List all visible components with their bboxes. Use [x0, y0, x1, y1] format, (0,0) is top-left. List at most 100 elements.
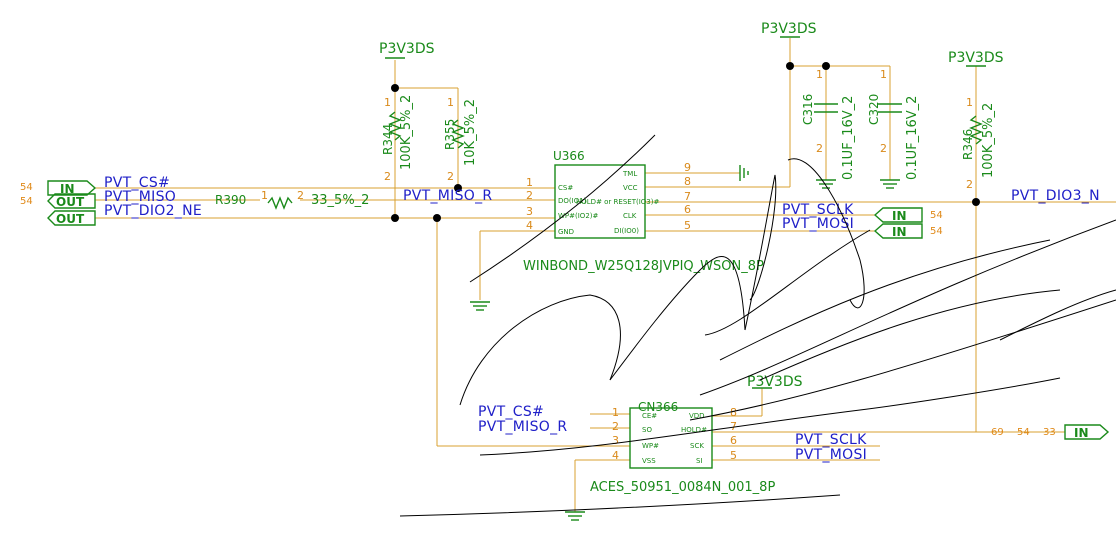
power-label: P3V3DS — [761, 21, 817, 37]
svg-text:10K_5%_2: 10K_5%_2 — [463, 99, 478, 166]
svg-text:2: 2 — [966, 178, 973, 191]
svg-text:CLK: CLK — [623, 212, 637, 220]
svg-text:1: 1 — [261, 189, 268, 202]
svg-text:ACES_50951_0084N_001_8P: ACES_50951_0084N_001_8P — [590, 480, 775, 495]
svg-text:9: 9 — [684, 161, 691, 174]
svg-text:2: 2 — [526, 189, 533, 202]
net-label: PVT_MISO_R — [403, 188, 492, 204]
svg-text:1: 1 — [447, 96, 454, 109]
svg-text:WINBOND_W25Q128JVPIQ_WSON_8P: WINBOND_W25Q128JVPIQ_WSON_8P — [523, 259, 764, 274]
svg-text:54: 54 — [20, 182, 33, 193]
svg-text:IN: IN — [892, 225, 907, 239]
net-label: PVT_DIO3_N — [1011, 188, 1100, 204]
svg-text:TML: TML — [622, 170, 637, 178]
svg-text:WP#: WP# — [642, 442, 659, 450]
wires — [95, 38, 1116, 512]
page-refs: 54 54 54 54 69 54 33 — [20, 182, 1056, 438]
svg-text:VSS: VSS — [642, 457, 656, 465]
power-label: P3V3DS — [948, 50, 1004, 66]
net-label: PVT_MOSI — [782, 216, 854, 232]
svg-text:54: 54 — [930, 226, 943, 237]
svg-text:2: 2 — [612, 420, 619, 433]
net-label: PVT_CS# — [104, 175, 170, 191]
net-label: PVT_SCLK — [782, 202, 854, 218]
svg-text:100K_5%_2: 100K_5%_2 — [981, 103, 996, 178]
resistor-r346: 1 2 R346 100K_5%_2 — [961, 96, 996, 191]
svg-text:GND: GND — [558, 228, 574, 236]
svg-text:HOLD#: HOLD# — [681, 426, 707, 434]
svg-text:54: 54 — [20, 196, 33, 207]
svg-text:OUT: OUT — [56, 195, 85, 209]
power-labels: P3V3DS P3V3DS P3V3DS P3V3DS — [379, 21, 1004, 390]
svg-text:7: 7 — [730, 420, 737, 433]
svg-text:IN: IN — [892, 209, 907, 223]
svg-text:4: 4 — [612, 449, 619, 462]
power-label: P3V3DS — [379, 41, 435, 57]
svg-text:CS#: CS# — [558, 184, 573, 192]
svg-text:6: 6 — [730, 434, 737, 447]
svg-text:C320: C320 — [867, 94, 881, 125]
capacitor-c320: 1 2 C320 0.1UF_16V_2 — [867, 68, 920, 189]
svg-text:0.1UF_16V_2: 0.1UF_16V_2 — [905, 96, 920, 180]
svg-text:7: 7 — [684, 190, 691, 203]
svg-text:OUT: OUT — [56, 212, 85, 226]
svg-text:R390: R390 — [215, 193, 246, 207]
svg-text:1: 1 — [384, 96, 391, 109]
svg-text:3: 3 — [612, 434, 619, 447]
svg-text:SI: SI — [696, 457, 703, 465]
svg-text:69: 69 — [991, 427, 1004, 438]
svg-text:100K_5%_2: 100K_5%_2 — [399, 95, 414, 170]
port-flags: IN OUT OUT IN IN IN — [47, 180, 1110, 440]
svg-text:4: 4 — [526, 219, 533, 232]
resistor-r344: 1 2 R344 100K_5%_2 — [381, 95, 414, 183]
svg-text:2: 2 — [880, 142, 887, 155]
svg-text:SCK: SCK — [690, 442, 704, 450]
resistor-r390: R390 1 2 33_5%_2 — [215, 189, 369, 210]
svg-text:VDD: VDD — [689, 412, 705, 420]
svg-text:R346: R346 — [961, 129, 975, 160]
svg-text:1: 1 — [526, 176, 533, 189]
svg-text:54: 54 — [1017, 427, 1030, 438]
svg-text:HOLD# or RESET(IO3)#: HOLD# or RESET(IO3)# — [576, 198, 659, 206]
svg-text:DO(IO1): DO(IO1) — [558, 197, 587, 205]
svg-text:5: 5 — [684, 219, 691, 232]
svg-text:1: 1 — [966, 96, 973, 109]
svg-text:WP#(IO2)#: WP#(IO2)# — [558, 212, 598, 220]
svg-text:U366: U366 — [553, 149, 585, 163]
net-label: PVT_MOSI — [795, 447, 867, 463]
svg-text:2: 2 — [816, 142, 823, 155]
svg-text:8: 8 — [730, 406, 737, 419]
svg-text:2: 2 — [384, 170, 391, 183]
svg-text:0.1UF_16V_2: 0.1UF_16V_2 — [841, 96, 856, 180]
net-labels: PVT_CS# PVT_MISO PVT_DIO2_NE PVT_MISO_R … — [104, 175, 1100, 463]
ic-u366: U366 WINBOND_W25Q128JVPIQ_WSON_8P CS# DO… — [523, 149, 764, 274]
resistor-r355: 1 2 R355 10K_5%_2 — [443, 96, 478, 183]
svg-text:CN366: CN366 — [638, 400, 678, 414]
net-label: PVT_MISO — [104, 189, 176, 205]
net-label: PVT_CS# — [478, 404, 544, 420]
svg-text:DI(IO0): DI(IO0) — [614, 227, 639, 235]
svg-text:8: 8 — [684, 175, 691, 188]
svg-text:IN: IN — [1074, 426, 1089, 440]
svg-text:C316: C316 — [801, 94, 815, 125]
capacitor-c316: 1 2 C316 0.1UF_16V_2 — [801, 68, 856, 189]
svg-text:R355: R355 — [443, 119, 457, 150]
svg-text:2: 2 — [447, 170, 454, 183]
net-label: PVT_SCLK — [795, 432, 867, 448]
svg-text:3: 3 — [526, 205, 533, 218]
svg-text:IN: IN — [60, 182, 75, 196]
svg-text:33_5%_2: 33_5%_2 — [311, 193, 369, 208]
svg-text:6: 6 — [684, 203, 691, 216]
connector-cn366: CN366 ACES_50951_0084N_001_8P CE# SO WP#… — [590, 400, 775, 495]
net-label: PVT_DIO2_NE — [104, 203, 202, 219]
net-label: PVT_MISO_R — [478, 419, 567, 435]
svg-text:1: 1 — [612, 406, 619, 419]
svg-text:54: 54 — [930, 210, 943, 221]
svg-text:5: 5 — [730, 449, 737, 462]
junctions — [391, 62, 980, 222]
svg-text:33: 33 — [1043, 427, 1056, 438]
svg-text:VCC: VCC — [623, 184, 638, 192]
svg-text:1: 1 — [880, 68, 887, 81]
handwritten-scribble — [399, 134, 1116, 517]
